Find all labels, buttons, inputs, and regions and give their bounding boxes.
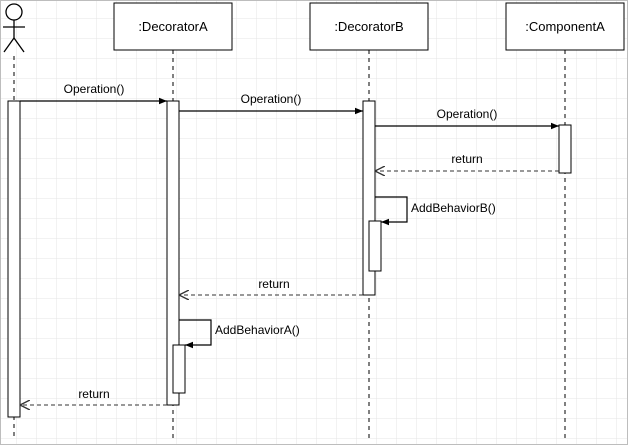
- decorator-b-label: :DecoratorB: [334, 19, 403, 34]
- message-label: return: [258, 277, 289, 291]
- activation-decorator-b-self: [368, 220, 382, 272]
- decorator-a-label: :DecoratorA: [138, 19, 208, 34]
- activation-decorator-a-self: [172, 344, 186, 394]
- message-add-behavior-a[interactable]: AddBehaviorA(): [179, 319, 300, 349]
- activation-component-a: [558, 124, 572, 174]
- message-label: Operation(): [64, 82, 125, 96]
- message-return-component-to-decorator-b[interactable]: return: [375, 152, 559, 171]
- activation-decorator-a: [166, 100, 180, 406]
- actor-figure[interactable]: [3, 3, 25, 53]
- message-label: AddBehaviorA(): [215, 323, 300, 337]
- actor-head: [5, 3, 23, 21]
- message-operation-to-component-a[interactable]: Operation(): [375, 107, 559, 130]
- message-operation-to-decorator-a[interactable]: Operation(): [20, 82, 167, 105]
- message-label: AddBehaviorB(): [411, 201, 496, 215]
- participant-component-a[interactable]: :ComponentA: [505, 2, 625, 51]
- message-label: Operation(): [241, 92, 302, 106]
- participant-decorator-b[interactable]: :DecoratorB: [309, 2, 429, 51]
- message-label: Operation(): [437, 107, 498, 121]
- message-label: return: [78, 387, 109, 401]
- component-a-label: :ComponentA: [525, 19, 605, 34]
- participant-decorator-a[interactable]: :DecoratorA: [113, 2, 233, 51]
- message-return-decorator-a-to-actor[interactable]: return: [20, 387, 167, 405]
- activation-actor: [7, 100, 21, 418]
- message-operation-to-decorator-b[interactable]: Operation(): [179, 92, 363, 115]
- message-label: return: [451, 152, 482, 166]
- message-add-behavior-b[interactable]: AddBehaviorB(): [375, 196, 496, 226]
- message-return-decorator-b-to-decorator-a[interactable]: return: [179, 277, 363, 295]
